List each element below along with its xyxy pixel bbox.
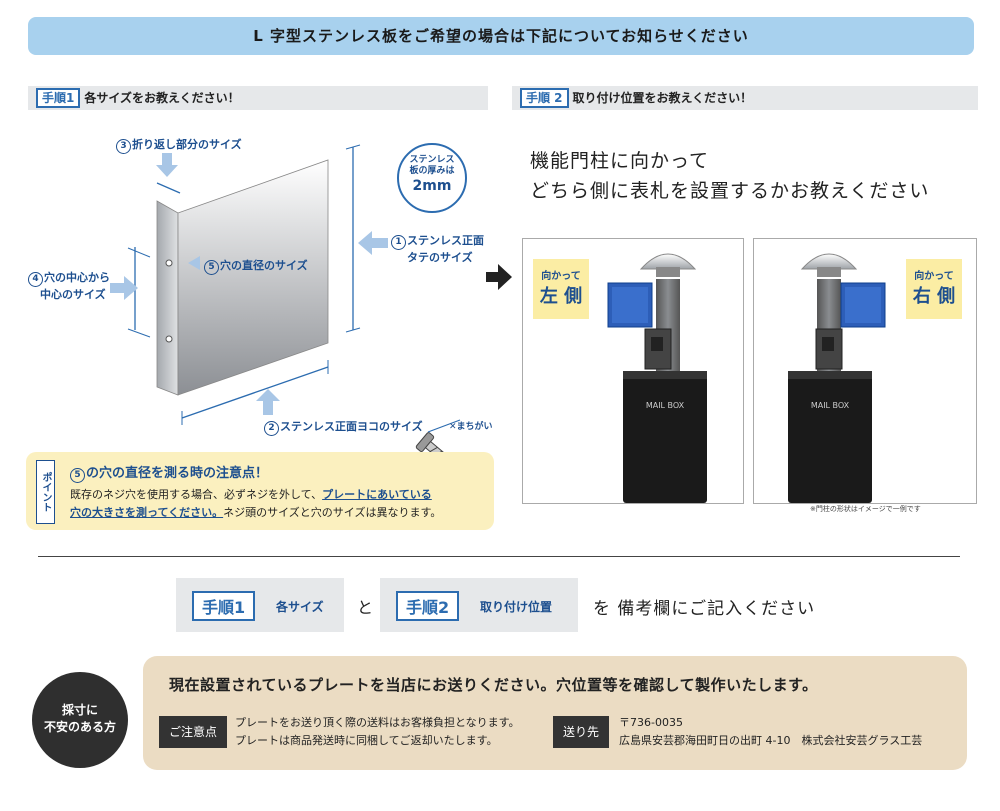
caution-label: ご注意点: [159, 716, 227, 748]
arrow-fold: [156, 153, 178, 177]
summary-and: と: [357, 598, 374, 617]
left-position-card: 向かって 左 側 MAIL BOX: [522, 238, 744, 504]
arrow-hole-center: [110, 276, 138, 300]
summary-step2: 手順2 取り付け位置: [380, 578, 578, 632]
summary-tail: を 備考欄にご記入ください: [593, 599, 816, 619]
right-side-badge: 向かって 右 側: [906, 259, 962, 319]
step2-lead: 機能門柱に向かって どちら側に表札を設置するかお教えください: [530, 150, 930, 202]
arrow-hole-diameter: [188, 256, 200, 270]
arrow-width: [256, 389, 280, 415]
plate-fold: [156, 200, 179, 396]
bottom-panel: 現在設置されているプレートを当店にお送りください。穴位置等を確認して製作いたしま…: [143, 656, 967, 770]
right-position-card: 向かって 右 側 MAIL BOX: [753, 238, 977, 504]
arrow-height: [358, 231, 388, 255]
stainless-plate-diagram: [110, 144, 388, 425]
plate-front: [177, 159, 329, 396]
right-arrow-icon: [486, 264, 512, 290]
step1-tag: 手順1: [36, 88, 81, 108]
gatepost-right-illustration: [788, 253, 886, 503]
send-to-address: 〒736-0035 広島県安芸郡海田町日の出町 4-10 株式会社安芸グラス工芸: [619, 716, 923, 747]
divider: [38, 556, 960, 557]
screw-hole-bottom: [165, 335, 173, 343]
top-banner: L 字型ステンレス板をご希望の場合は下記についてお知らせください: [28, 17, 974, 55]
gatepost-left-illustration: [607, 253, 707, 503]
width-dimension-line: [181, 366, 329, 419]
point-side-label: ポイント: [36, 460, 55, 524]
mailbox-label-right: MAIL BOX: [810, 401, 850, 410]
bottom-headline: 現在設置されているプレートを当店にお送りください。穴位置等を確認して製作いたしま…: [169, 676, 818, 694]
thickness-badge: ステンレス 板の厚みは 2mm: [397, 143, 467, 213]
caution-text: プレートをお送り頂く際の送料はお客様負担となります。 プレートは商品発送時に同梱…: [235, 716, 520, 747]
point-body: 既存のネジ穴を使用する場合、必ずネジを外して、プレートにあいている穴の大きさを測…: [70, 488, 442, 519]
left-side-badge: 向かって 左 側: [533, 259, 589, 319]
x-icon: ✕: [449, 422, 457, 432]
step2-tag: 手順 2: [520, 88, 569, 108]
fold-dimension-line: [156, 182, 181, 194]
step2-title: 取り付け位置をお教えください！: [572, 91, 753, 105]
measure-help-circle: 採寸に 不安のある方: [32, 672, 128, 768]
wrong-label: ✕まちがい: [449, 422, 493, 432]
summary-step1: 手順1 各サイズ: [176, 578, 344, 632]
mailbox-label-left: MAIL BOX: [645, 401, 685, 410]
send-to-label: 送り先: [553, 716, 609, 748]
image-note: ※門柱の形状はイメージで一例です: [810, 505, 921, 513]
step1-title: 各サイズをお教えください！: [84, 91, 240, 105]
screw-hole-top: [165, 259, 173, 267]
